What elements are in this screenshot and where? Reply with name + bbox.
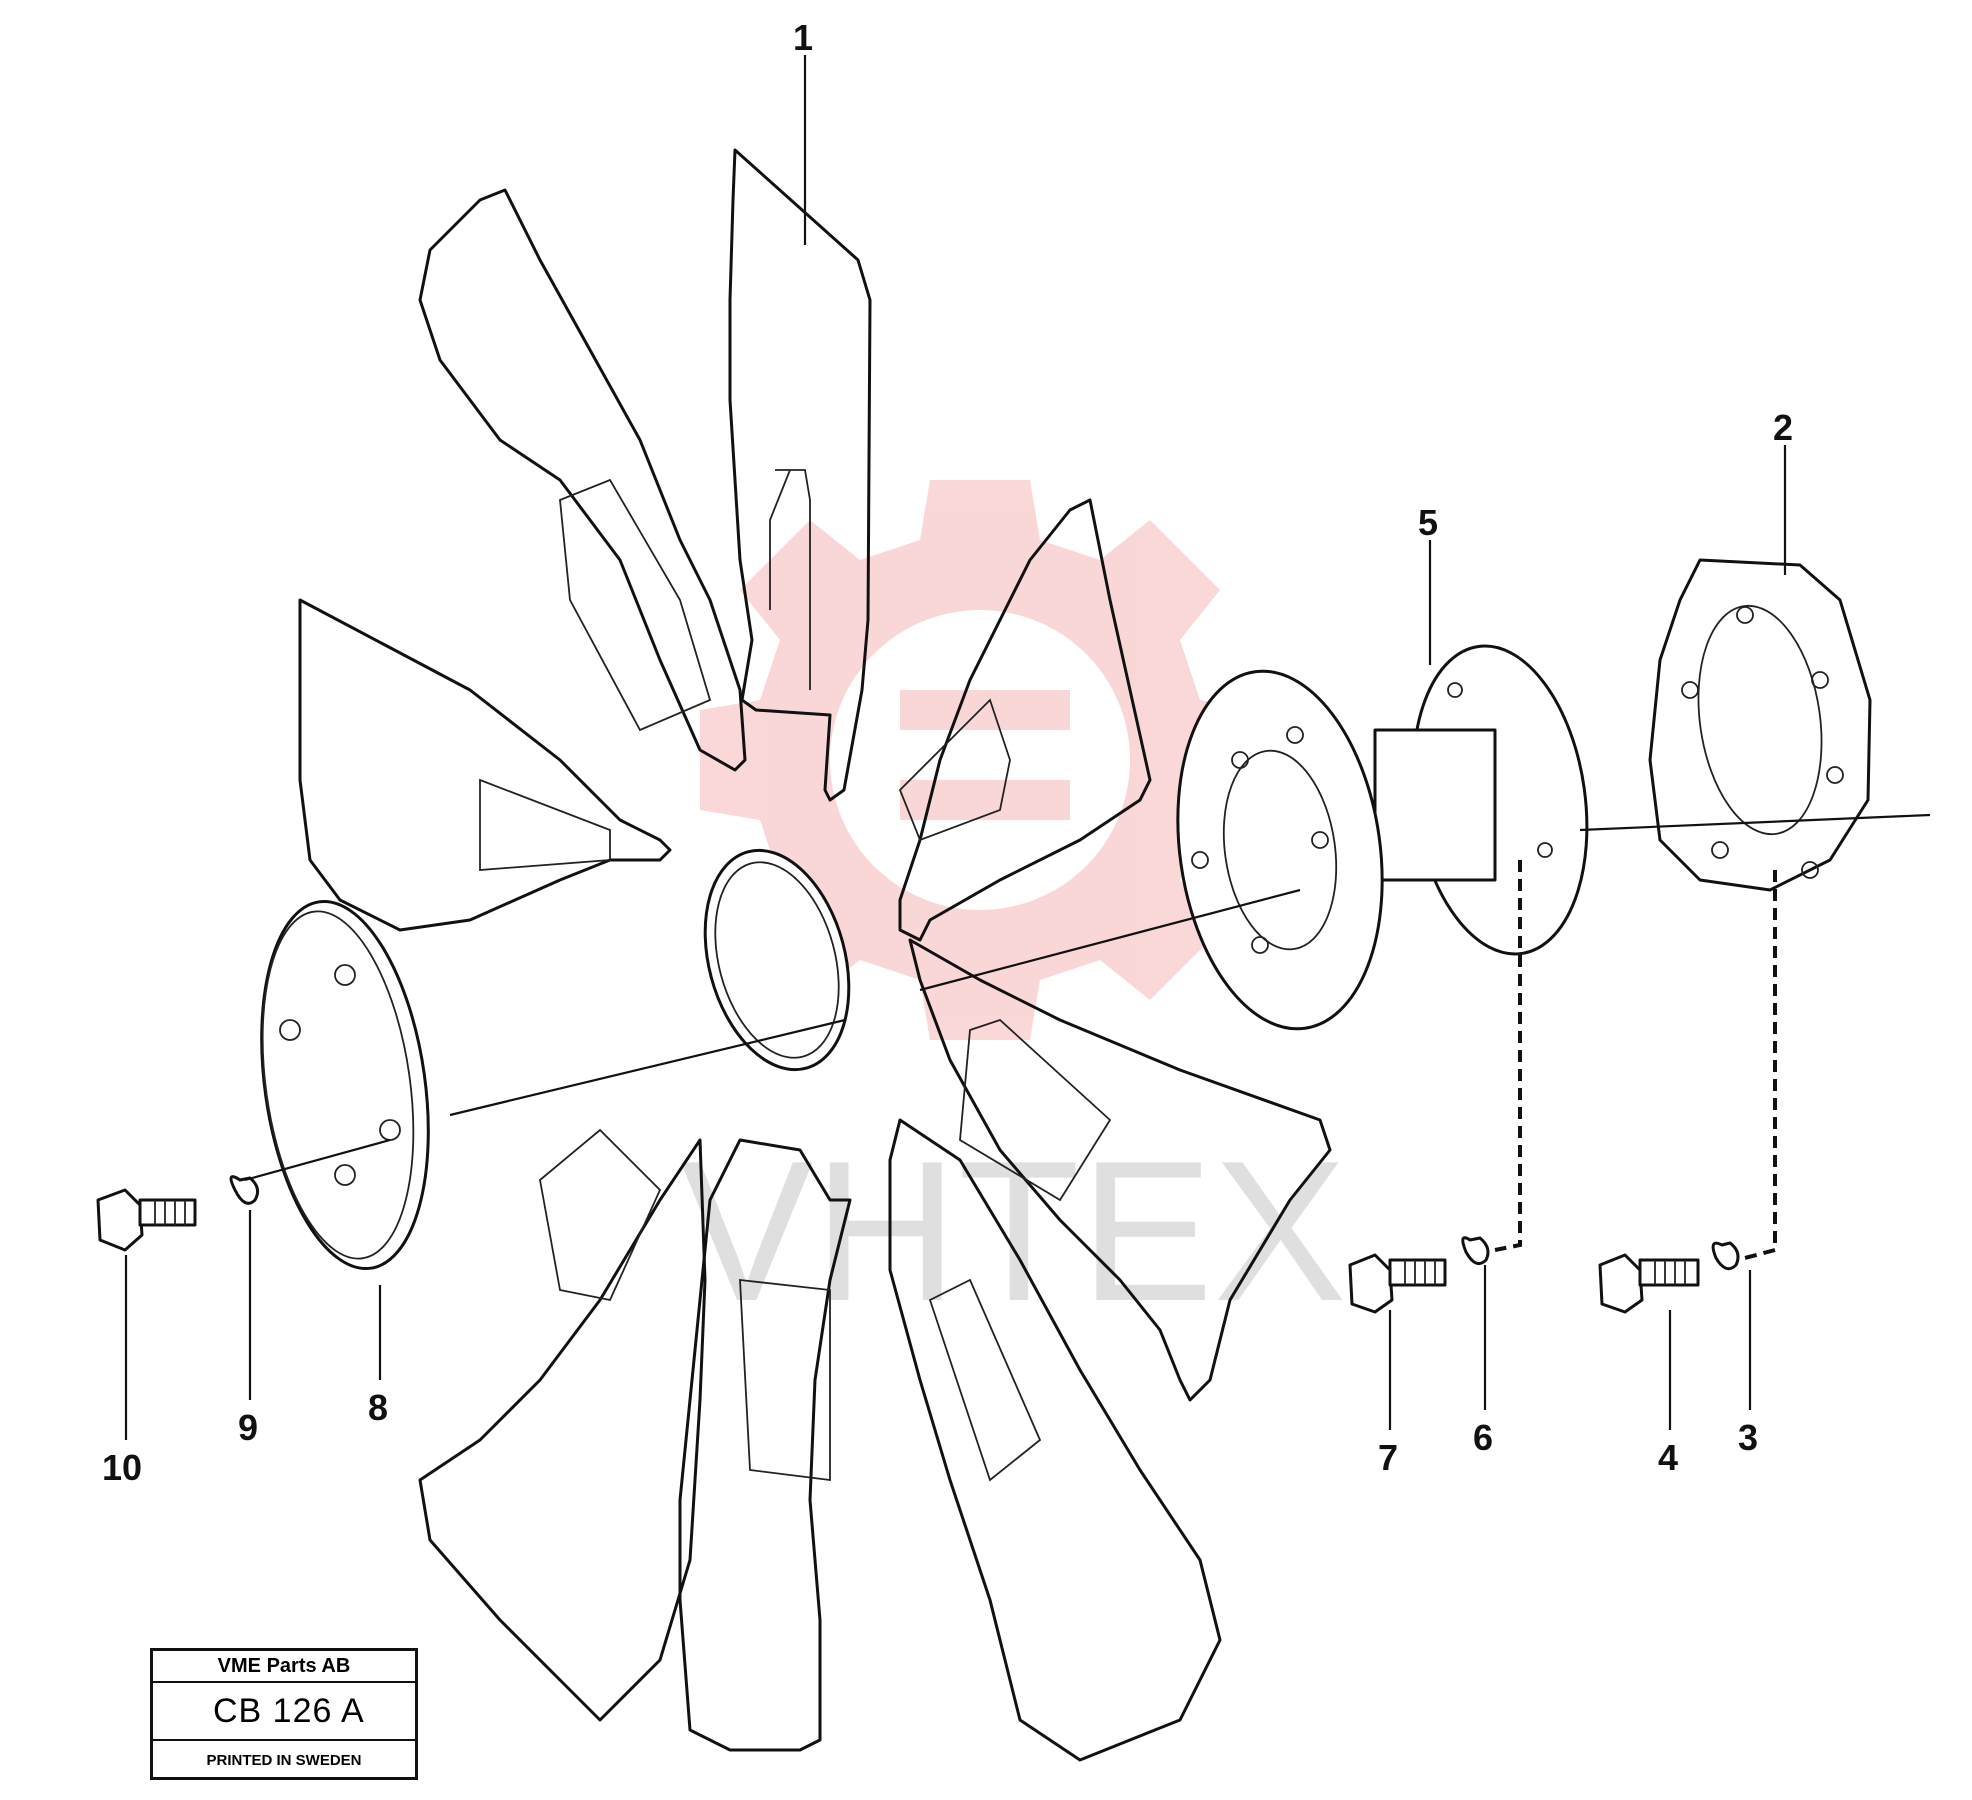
fan-blade	[418, 188, 747, 772]
title-block-printed: PRINTED IN SWEDEN	[206, 1752, 362, 1769]
assembly-axis-line	[244, 813, 1931, 1182]
bolt-7	[1348, 1253, 1447, 1314]
bolt-path-6	[1494, 860, 1522, 1252]
fan-blade	[728, 148, 872, 802]
title-block-drawing-number: CB 126 A	[153, 1683, 415, 1741]
bolt-10	[96, 1188, 197, 1252]
callout-7: 7	[1378, 1437, 1398, 1478]
lock-washer-6	[1461, 1236, 1490, 1266]
callout-3: 3	[1738, 1417, 1758, 1458]
callout-5: 5	[1418, 502, 1438, 543]
fan-hub	[1176, 644, 1589, 1031]
callout-6: 6	[1473, 1417, 1493, 1458]
title-block: VME Parts AB CB 126 A PRINTED IN SWEDEN	[150, 1648, 418, 1780]
fan-blade	[908, 938, 1332, 1402]
callout-4: 4	[1658, 1437, 1678, 1478]
callout-9: 9	[238, 1407, 258, 1448]
fan-blade	[888, 1118, 1222, 1762]
fan-blade	[898, 498, 1152, 942]
fan-assembly	[298, 148, 1332, 1762]
callout-8: 8	[368, 1387, 388, 1428]
leader-lines	[124, 55, 1787, 1440]
fan-blade	[418, 1138, 707, 1722]
fan-blade	[298, 598, 672, 932]
callout-2: 2	[1773, 407, 1793, 448]
fan-flange	[1648, 558, 1872, 892]
fan-blade	[678, 1138, 852, 1752]
spacer-plate	[260, 899, 430, 1271]
bolt-path-3	[1744, 870, 1777, 1260]
callout-1: 1	[793, 17, 813, 58]
title-block-company: VME Parts AB	[153, 1651, 415, 1683]
fan-hub-ring	[703, 848, 851, 1072]
callout-10: 10	[102, 1447, 142, 1488]
bolt-4	[1598, 1253, 1700, 1314]
lock-washer-9	[229, 1175, 260, 1205]
lock-washer-3	[1711, 1241, 1740, 1271]
